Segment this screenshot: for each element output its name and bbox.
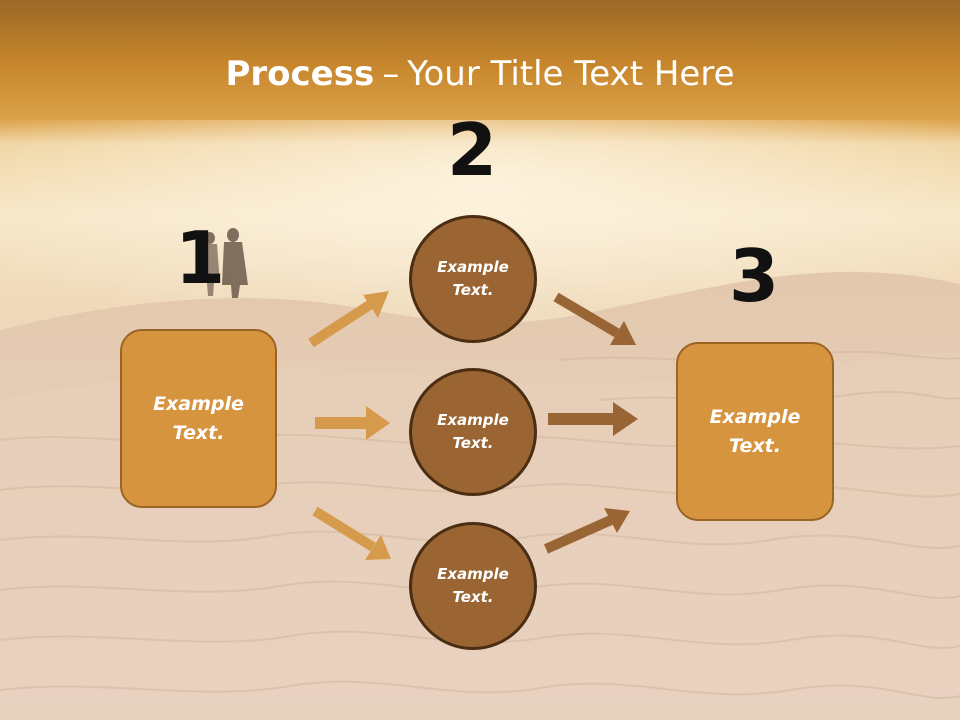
step-2-circle-bottom[interactable]: Example Text. [409,522,537,650]
step-2-circle-top[interactable]: Example Text. [409,215,537,343]
slide-title: Process–Your Title Text Here [0,52,960,96]
step-number-2: 2 [446,108,498,192]
step-number-1: 1 [174,216,226,300]
step-1-box[interactable]: Example Text. [120,329,277,508]
walking-figures [200,228,248,298]
step-number-3: 3 [728,234,780,318]
title-rest: Your Title Text Here [407,54,735,94]
title-separator: – [382,54,400,94]
step-3-box[interactable]: Example Text. [676,342,834,521]
step-2-circle-middle[interactable]: Example Text. [409,368,537,496]
title-bold: Process [225,54,375,94]
